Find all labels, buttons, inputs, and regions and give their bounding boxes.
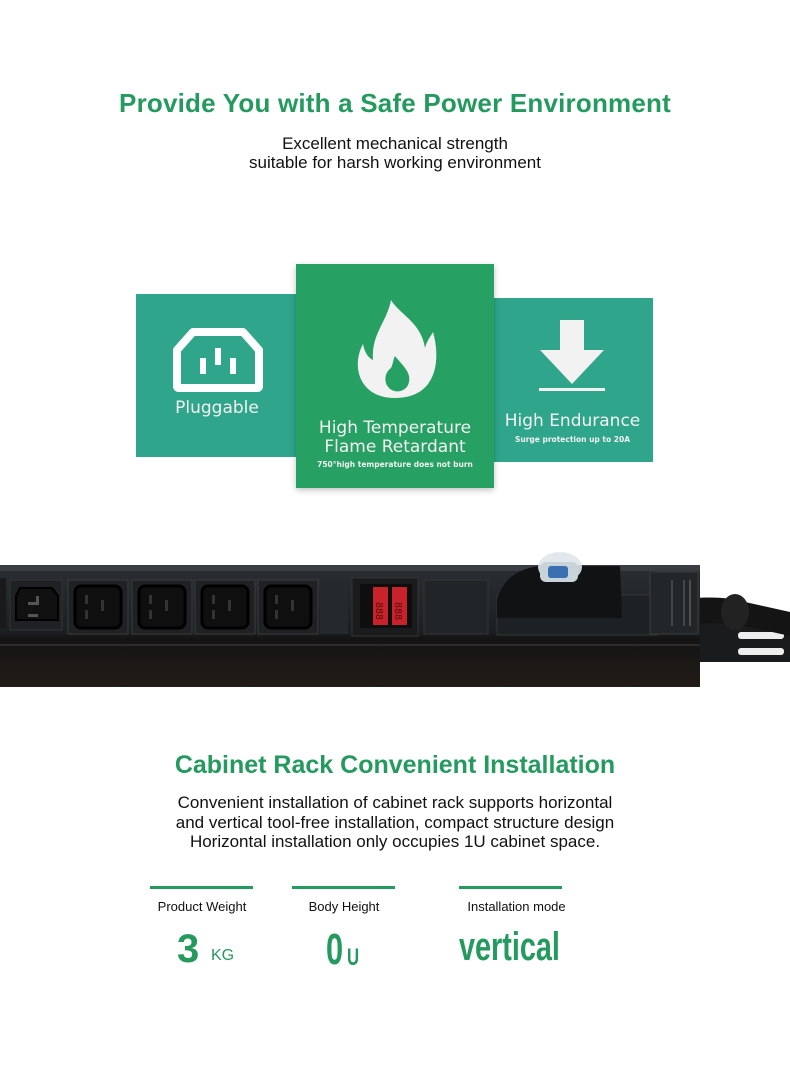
spec-body-height: Body Height [292, 886, 396, 914]
section-title-safe-power: Provide You with a Safe Power Environmen… [119, 88, 671, 118]
feature-label-line2: Flame Retardant [324, 437, 466, 457]
svg-text:888: 888 [392, 602, 403, 620]
spec-caption: Installation mode [467, 899, 566, 914]
svg-text:888: 888 [373, 602, 384, 620]
spec-mode-value: vertical [459, 925, 560, 969]
feature-label: High Endurance [504, 411, 641, 431]
spec-product-weight: Product Weight [150, 886, 254, 914]
feature-card-high-endurance: High Endurance Surge protection up to 20… [492, 298, 653, 462]
label-plate [649, 571, 699, 635]
description-line: Horizontal installation only occupies 1U… [189, 832, 601, 851]
download-arrow-icon [539, 320, 605, 391]
spec-divider [292, 886, 395, 889]
c13-outlet [0, 578, 63, 631]
subtitle-line: Excellent mechanical strength [282, 134, 508, 153]
feature-note: 750°high temperature does not burn [317, 460, 473, 469]
subtitle-line: suitable for harsh working environment [249, 153, 541, 172]
description-line: Convenient installation of cabinet rack … [177, 793, 613, 812]
spec-installation-mode: Installation mode [459, 886, 574, 914]
spec-height-value: 0 [326, 925, 344, 974]
spec-divider [150, 886, 253, 889]
feature-label-line1: High Temperature [318, 418, 472, 438]
section-title-installation: Cabinet Rack Convenient Installation [174, 751, 616, 779]
c19-outlets [67, 579, 319, 635]
feature-label: Pluggable [175, 398, 259, 418]
feature-card-pluggable: Pluggable [136, 294, 298, 457]
feature-note: Surge protection up to 20A [514, 435, 630, 444]
flame-icon [357, 300, 437, 398]
spec-caption: Body Height [308, 899, 380, 914]
description-line: and vertical tool-free installation, com… [175, 812, 615, 832]
ammeter-display: 888 888 [351, 577, 419, 637]
power-socket-icon [173, 328, 263, 392]
spec-weight-value: 3 [177, 927, 200, 971]
spec-divider [459, 886, 562, 889]
feature-card-flame-retardant: High Temperature Flame Retardant 750°hig… [296, 264, 494, 488]
section-subtitle-safe-power: Excellent mechanical strength suitable f… [0, 134, 790, 172]
spec-height-unit: U [347, 944, 360, 971]
circuit-breaker [496, 552, 658, 636]
section-description-installation: Convenient installation of cabinet rack … [0, 793, 790, 852]
pdu-product-image: 888 888 [0, 552, 790, 687]
spec-caption: Product Weight [157, 899, 247, 914]
spec-weight-unit: KG [211, 947, 235, 964]
